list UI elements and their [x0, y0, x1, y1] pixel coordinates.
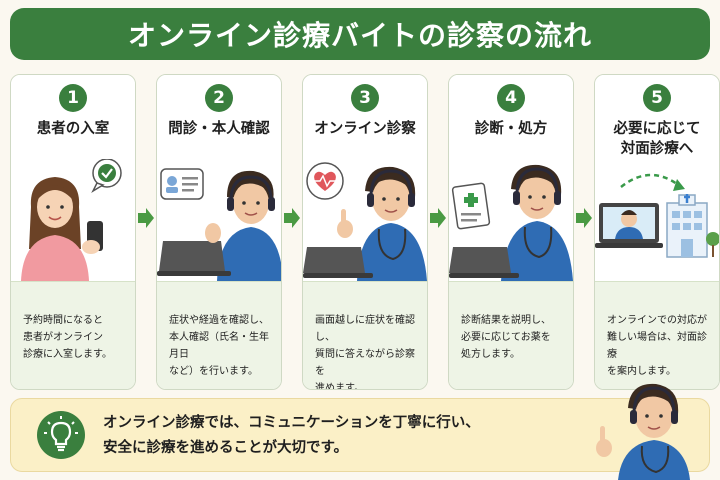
- step-number-badge: 4: [497, 84, 525, 112]
- step-number-badge: 1: [59, 84, 87, 112]
- step-number-badge: 2: [205, 84, 233, 112]
- step-card-5: 5 必要に応じて 対面診療へ: [594, 74, 720, 390]
- step-number-badge: 3: [351, 84, 379, 112]
- arrow-right-icon: [138, 208, 154, 228]
- step-description: オンラインでの対応が 難しい場合は、対面診療 を案内します。: [595, 281, 719, 389]
- step-card-3: 3 オンライン診察: [302, 74, 428, 390]
- step-card-2: 2 問診・本人確認: [156, 74, 282, 390]
- doctor-online-exam-icon: [303, 162, 427, 281]
- step-title: 患者の入室: [36, 121, 110, 137]
- patient-with-phone-icon: [21, 159, 122, 281]
- step-title: 必要に応じて 対面診療へ: [613, 121, 701, 157]
- title-banner: オンライン診療バイトの診察の流れ: [10, 8, 710, 60]
- steps-flow: 1 患者の入室 予: [10, 74, 720, 390]
- arrow-right-icon: [576, 208, 592, 228]
- step-number-badge: 5: [643, 84, 671, 112]
- step-description: 診断結果を説明し、 必要に応じてお薬を 処方します。: [449, 281, 573, 389]
- lightbulb-icon: [44, 416, 78, 452]
- doctor-prescription-icon: [449, 164, 573, 281]
- arrow-right-icon: [284, 208, 300, 228]
- step-description: 画面越しに症状を確認し、 質問に答えながら診察を 進めます。: [303, 281, 427, 389]
- step-title: 診断・処方: [474, 121, 548, 137]
- step-card-4: 4 診断・処方: [448, 74, 574, 390]
- tip-text: オンライン診療では、コミュニケーションを丁寧に行い、 安全に診療を進めることが大…: [103, 415, 480, 456]
- page-title: オンライン診療バイトの診察の流れ: [127, 19, 592, 52]
- step-card-1: 1 患者の入室 予: [10, 74, 136, 390]
- laptop-to-hospital-icon: [595, 173, 719, 258]
- step-description: 予約時間になると 患者がオンライン 診療に入室します。: [11, 281, 135, 389]
- doctor-id-check-icon: [157, 168, 281, 281]
- tip-box: オンライン診療では、コミュニケーションを丁寧に行い、 安全に診療を進めることが大…: [10, 398, 710, 472]
- step-description: 症状や経過を確認し、 本人確認（氏名・生年月日 など）を行います。: [157, 281, 281, 389]
- doctor-pointing-icon: [596, 383, 690, 480]
- step-title: 問診・本人確認: [168, 121, 270, 137]
- step-title: オンライン診察: [314, 121, 416, 137]
- arrow-right-icon: [430, 208, 446, 228]
